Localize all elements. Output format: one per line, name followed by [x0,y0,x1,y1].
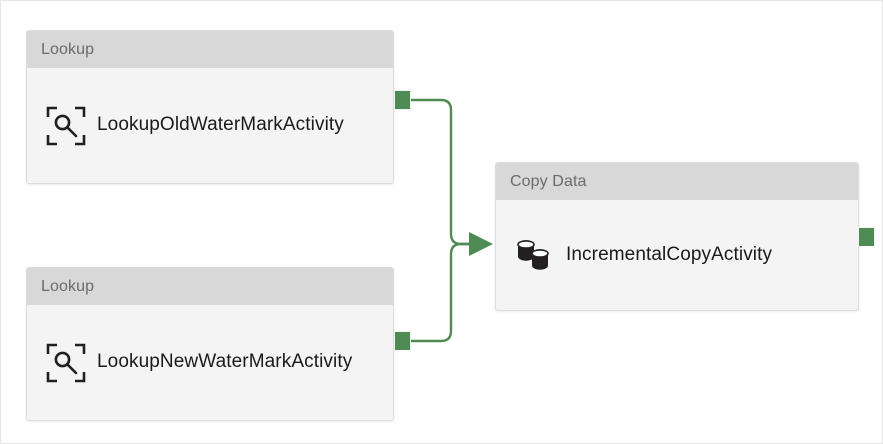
node-type-label: Lookup [41,277,95,295]
node-activity-name: IncrementalCopyActivity [566,243,773,265]
node-header: Lookup [27,268,393,305]
connector-lookup-new-to-copy [411,242,471,343]
node-header: Copy Data [496,163,858,200]
node-body: LookupOldWaterMarkActivity [27,68,393,183]
node-type-label: Copy Data [510,172,587,190]
node-header: Lookup [27,31,393,68]
connector-arrowhead-icon [469,232,493,256]
output-port-lookup-new[interactable] [394,331,411,351]
activity-node-copy-data[interactable]: Copy Data IncrementalCopyActivity [495,162,859,311]
output-port-lookup-old[interactable] [394,90,411,110]
node-activity-name: LookupOldWaterMarkActivity [97,114,344,136]
node-body: IncrementalCopyActivity [496,200,858,310]
database-copy-icon [512,232,558,278]
connector-lookup-old-to-copy [411,98,471,246]
activity-node-lookup-new-watermark[interactable]: Lookup LookupNewWaterMarkActivity [26,267,394,421]
lookup-magnifier-icon [43,340,89,386]
activity-node-lookup-old-watermark[interactable]: Lookup LookupOldWaterMarkActivity [26,30,394,184]
node-activity-name: LookupNewWaterMarkActivity [97,351,353,373]
node-body: LookupNewWaterMarkActivity [27,305,393,420]
lookup-magnifier-icon [43,103,89,149]
node-type-label: Lookup [41,40,95,58]
output-port-copy-data[interactable] [858,227,875,247]
